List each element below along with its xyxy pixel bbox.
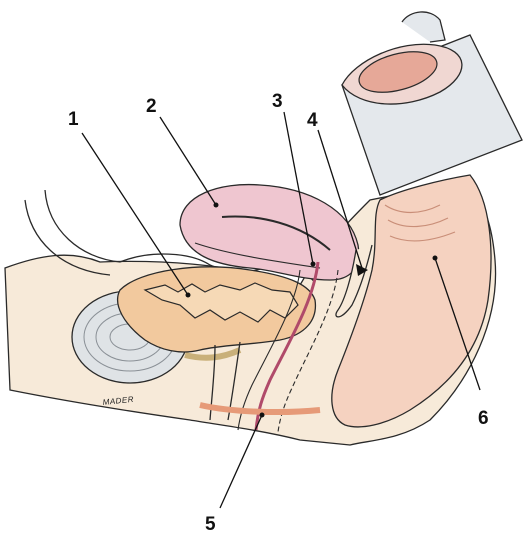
label-6: 6 <box>478 408 489 429</box>
sigmoid-colon-sleeve <box>342 12 522 195</box>
label-5: 5 <box>205 514 216 535</box>
marker-dot-6 <box>433 256 438 261</box>
label-2: 2 <box>146 96 157 117</box>
leader-line-2 <box>160 117 216 205</box>
marker-dot-1 <box>186 293 191 298</box>
label-4: 4 <box>307 110 318 131</box>
abdominal-wall-inner <box>45 190 120 262</box>
label-1: 1 <box>68 109 79 130</box>
label-3: 3 <box>272 91 283 112</box>
leader-line-5 <box>220 415 262 508</box>
marker-dot-5 <box>260 413 265 418</box>
marker-dot-3 <box>311 262 316 267</box>
marker-dot-2 <box>214 203 219 208</box>
